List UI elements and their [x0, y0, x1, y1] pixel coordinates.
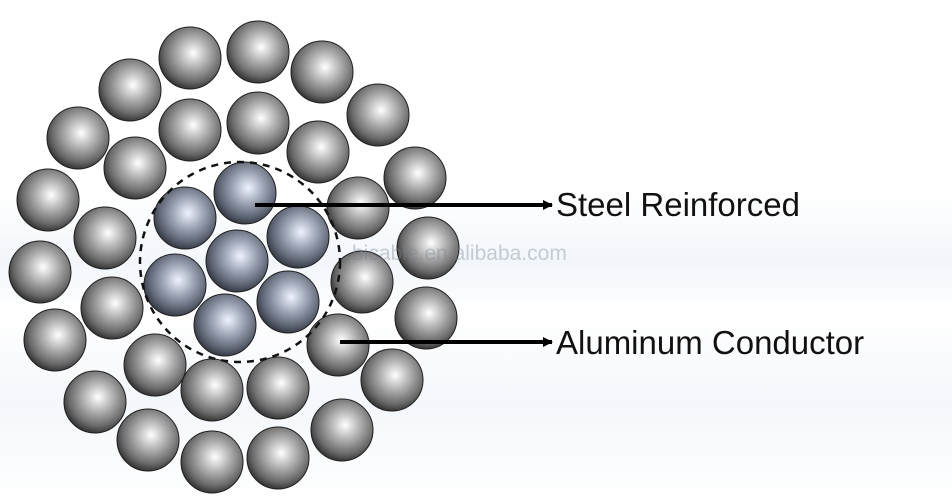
- steel-strand: [256, 270, 320, 334]
- aluminum-strand: [116, 408, 180, 472]
- strands-group: [8, 20, 460, 494]
- steel-strand: [193, 293, 257, 357]
- aluminum-strand: [80, 276, 144, 340]
- aluminum-strand: [330, 250, 394, 314]
- aluminum-strand: [123, 333, 187, 397]
- aluminum-strand: [73, 206, 137, 270]
- aluminum-conductor-label: Aluminum Conductor: [556, 324, 865, 361]
- aluminum-strand: [16, 168, 80, 232]
- aluminum-strand: [306, 313, 370, 377]
- aluminum-strand: [103, 136, 167, 200]
- aluminum-strand: [180, 430, 244, 494]
- aluminum-strand: [226, 91, 290, 155]
- steel-reinforced-label: Steel Reinforced: [556, 186, 800, 223]
- aluminum-strand: [180, 358, 244, 422]
- aluminum-strand: [286, 120, 350, 184]
- aluminum-strand: [246, 356, 310, 420]
- watermark-text: bicable.en.alibaba.com: [352, 242, 567, 265]
- aluminum-strand: [394, 286, 458, 350]
- steel-strand: [213, 161, 277, 225]
- aluminum-strand: [158, 26, 222, 90]
- steel-core-boundary: [138, 160, 342, 364]
- steel-strand: [205, 229, 269, 293]
- aluminum-strand: [226, 20, 290, 84]
- aluminum-strand: [246, 426, 310, 490]
- aluminum-strand: [46, 106, 110, 170]
- aluminum-strand: [63, 370, 127, 434]
- aluminum-strand: [310, 398, 374, 462]
- aluminum-strand: [8, 240, 72, 304]
- aluminum-strand: [158, 98, 222, 162]
- aluminum-strand: [383, 146, 447, 210]
- aluminum-strand: [23, 308, 87, 372]
- aluminum-strand: [326, 176, 390, 240]
- aluminum-strand: [98, 58, 162, 122]
- aluminum-strand: [290, 40, 354, 104]
- aluminum-strand: [396, 216, 460, 280]
- aluminum-strand: [360, 348, 424, 412]
- steel-strand: [266, 205, 330, 269]
- steel-strand: [143, 253, 207, 317]
- aluminum-strand: [346, 83, 410, 147]
- steel-strand: [153, 186, 217, 250]
